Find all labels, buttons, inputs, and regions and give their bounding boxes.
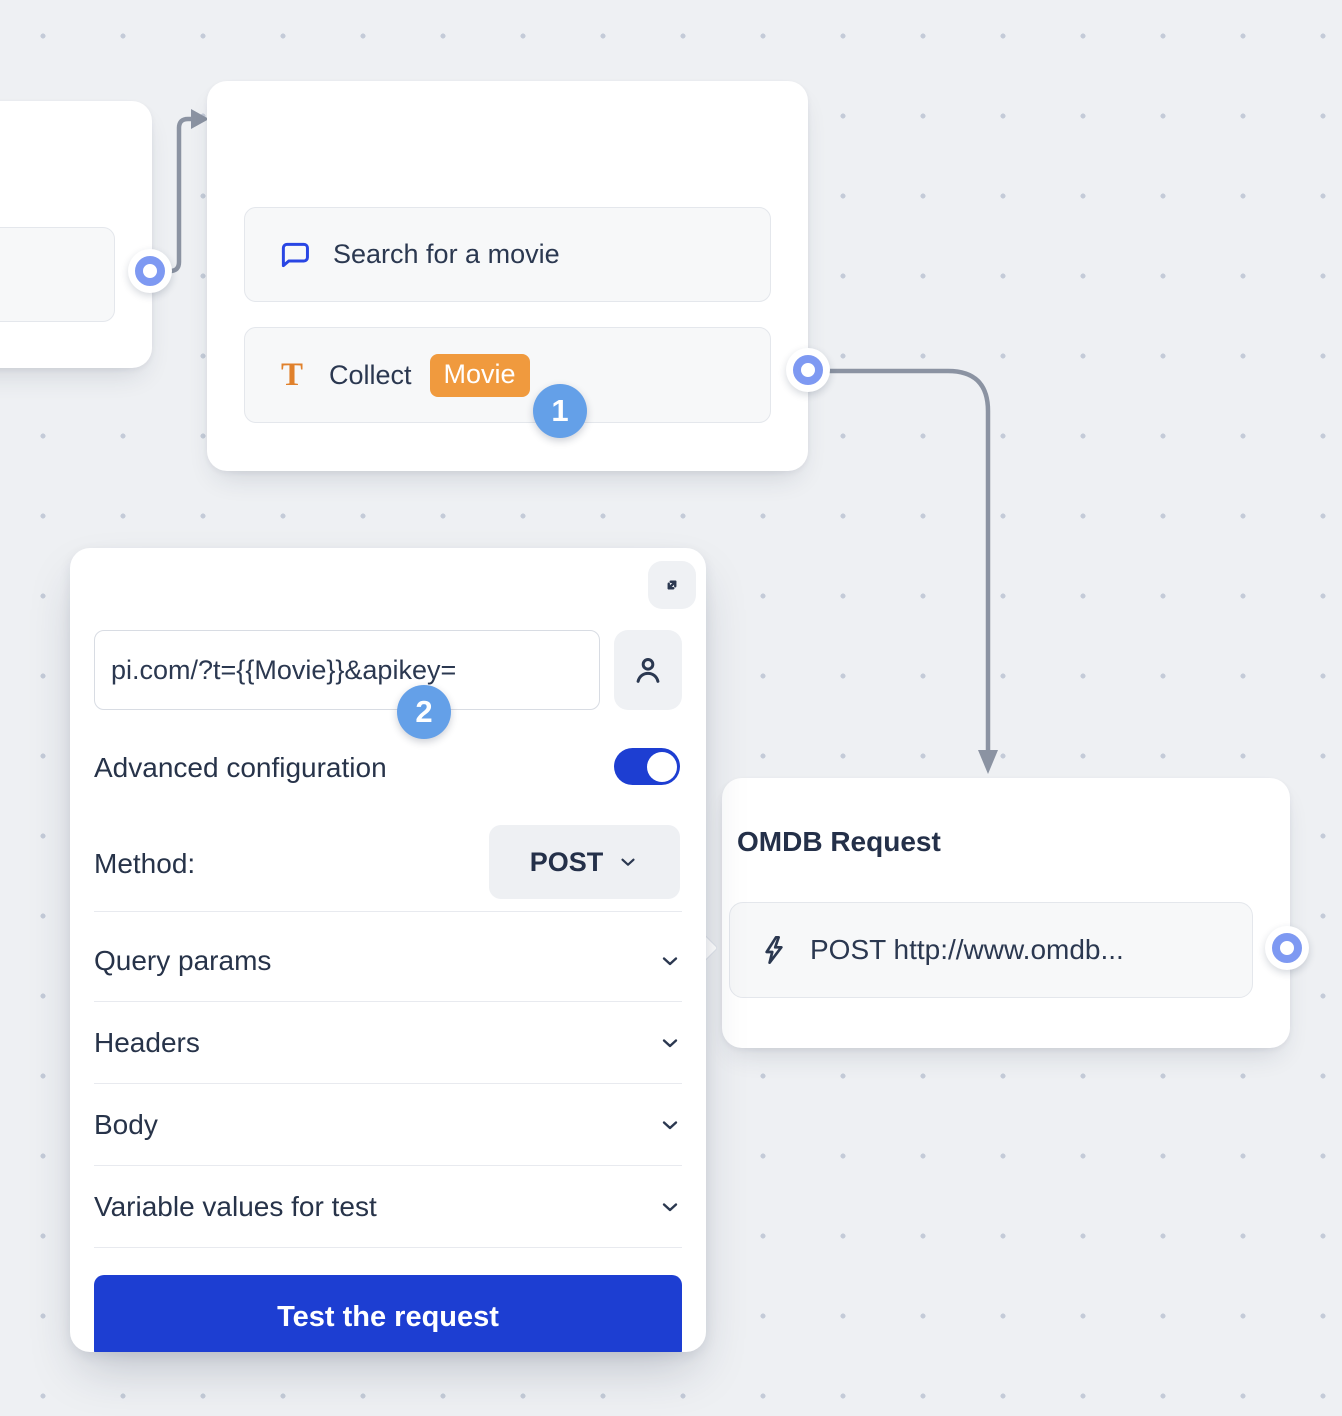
method-label: Method: — [94, 848, 196, 879]
section-query-params[interactable]: Query params — [94, 920, 682, 1002]
movie-search-output-port[interactable] — [786, 348, 830, 392]
advanced-configuration-toggle[interactable] — [614, 748, 680, 785]
section-label: Body — [94, 1108, 158, 1140]
method-value: POST — [529, 846, 604, 877]
chevron-down-icon — [662, 1202, 678, 1211]
movie-search-message-block[interactable]: Search for a movie — [244, 207, 771, 302]
person-icon — [636, 658, 660, 683]
omdb-request-summary: POST http://www.omdb... — [810, 934, 1124, 965]
test-request-button[interactable]: Test the request — [94, 1275, 682, 1352]
chevron-down-icon — [662, 956, 678, 965]
message-block-label: Search for a movie — [333, 239, 560, 269]
omdb-request-title: OMDB Request — [737, 826, 941, 857]
chevron-down-icon — [662, 1038, 678, 1047]
expand-icon — [667, 580, 677, 590]
variable-badge-movie[interactable]: Movie — [429, 353, 530, 397]
url-input[interactable] — [94, 630, 600, 710]
section-label: Query params — [94, 944, 272, 976]
chat-bubble-icon — [281, 242, 309, 267]
omdb-request-block[interactable]: POST http://www.omdb... — [729, 902, 1253, 998]
method-dropdown[interactable]: POST — [489, 825, 680, 899]
port-ring-icon — [135, 256, 165, 286]
text-variable-icon: T — [280, 356, 303, 393]
expand-button[interactable] — [648, 561, 696, 609]
connector-line-movie-to-omdb — [821, 368, 991, 755]
omdb-request-output-port[interactable] — [1265, 926, 1309, 970]
previous-node-row[interactable] — [0, 227, 115, 322]
connector-arrowhead-down — [978, 750, 998, 774]
port-ring-icon — [1272, 933, 1302, 963]
section-label: Variable values for test — [94, 1190, 377, 1222]
omdb-request-node[interactable]: OMDB Request POST http://www.omdb... — [722, 778, 1290, 1048]
movie-search-node[interactable]: Movie search Search for a movie T Collec… — [207, 81, 808, 471]
assign-variable-button[interactable] — [614, 630, 682, 710]
section-body[interactable]: Body — [94, 1084, 682, 1166]
advanced-configuration-label: Advanced configuration — [94, 752, 387, 783]
section-label: Headers — [94, 1026, 200, 1058]
step-badge-2: 2 — [397, 685, 451, 739]
movie-search-collect-block[interactable]: T Collect Movie — [244, 327, 771, 423]
port-ring-icon — [793, 355, 823, 385]
previous-node-output-port[interactable] — [128, 249, 172, 293]
divider — [94, 911, 682, 912]
collect-block-label: Collect — [329, 359, 412, 390]
previous-node-card[interactable] — [0, 101, 152, 368]
chevron-down-icon — [662, 1120, 678, 1129]
webhook-editor-panel: Advanced configuration Method: POST Quer… — [70, 548, 706, 1352]
section-variable-values[interactable]: Variable values for test — [94, 1166, 682, 1248]
connector-line-into-movie-search — [160, 116, 196, 274]
section-headers[interactable]: Headers — [94, 1002, 682, 1084]
step-badge-1: 1 — [533, 384, 587, 438]
lightning-icon — [765, 936, 783, 964]
toggle-knob — [647, 751, 677, 782]
chevron-down-icon — [621, 858, 635, 866]
